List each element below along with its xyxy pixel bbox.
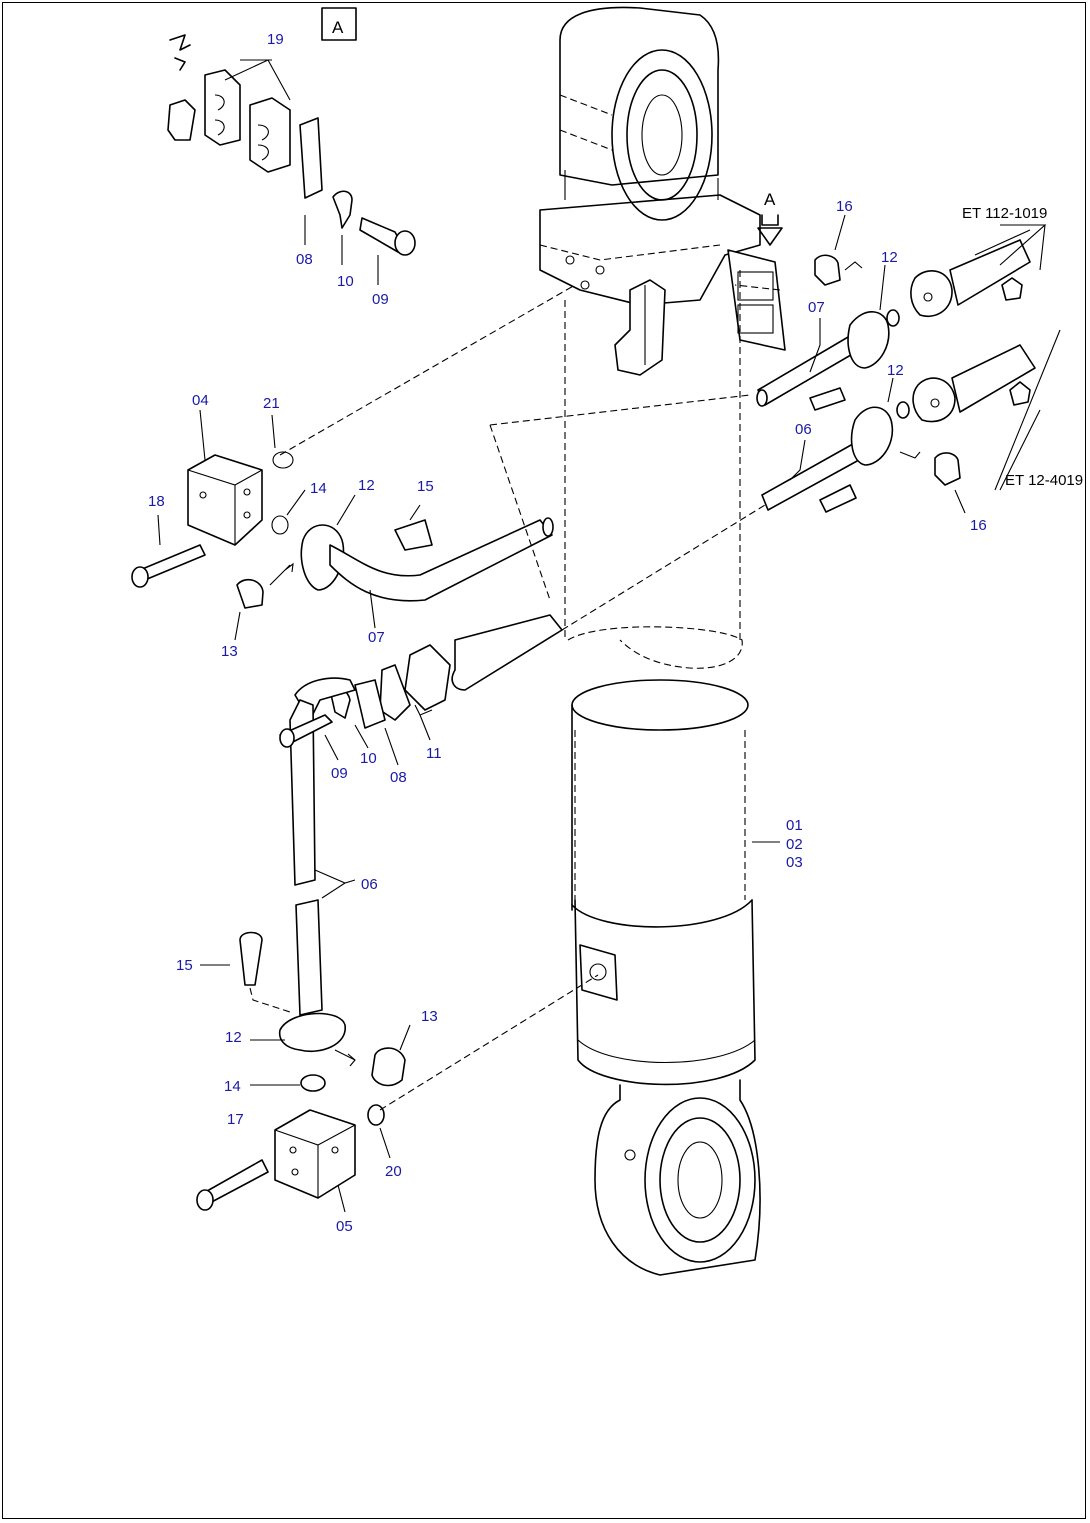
callout-12-low: 12 — [225, 1029, 242, 1046]
reference-labels: ET 112-1019 ET 12-4019 — [962, 205, 1083, 491]
callout-09-mid: 09 — [331, 765, 348, 782]
view-a-label: A — [332, 18, 344, 37]
callout-06-right: 06 — [795, 421, 812, 438]
view-a-arrow-label: A — [764, 190, 776, 209]
callout-14-low: 14 — [224, 1078, 241, 1095]
left-lower-pipe-assembly — [196, 614, 563, 1211]
callout-12-top1: 12 — [881, 249, 898, 266]
callout-08-mid: 08 — [390, 769, 407, 786]
callout-05: 05 — [336, 1218, 353, 1235]
callout-16-bottom: 16 — [970, 517, 987, 534]
view-a-arrow: A — [757, 190, 783, 246]
part-callouts: 19 08 10 09 16 12 07 12 06 16 04 21 14 1… — [148, 31, 987, 1235]
callout-15-mid: 15 — [417, 478, 434, 495]
callout-09-top: 09 — [372, 291, 389, 308]
callout-07-mid: 07 — [368, 629, 385, 646]
cylinder-upper-body — [539, 6, 786, 669]
right-upper-pipe-assembly — [756, 229, 1031, 411]
view-a-label-box: A — [321, 7, 357, 41]
callout-12-mid: 12 — [358, 477, 375, 494]
reference-lower: ET 12-4019 — [1005, 472, 1083, 489]
callout-03: 03 — [786, 854, 803, 871]
callout-13-mid: 13 — [221, 643, 238, 660]
callout-08-top: 08 — [296, 251, 313, 268]
callout-12-top2: 12 — [887, 362, 904, 379]
callout-21: 21 — [263, 395, 280, 412]
callout-11: 11 — [426, 745, 442, 762]
callout-10-top: 10 — [337, 273, 354, 290]
leader-lines — [157, 214, 966, 1213]
cylinder-lower-body — [571, 679, 761, 1276]
top-clamp-assembly — [167, 34, 416, 285]
left-middle-assembly — [131, 451, 554, 609]
callout-07-right: 07 — [808, 299, 825, 316]
reference-upper: ET 112-1019 — [962, 205, 1047, 222]
callout-01: 01 — [786, 817, 803, 834]
right-lower-pipe-assembly — [761, 344, 1036, 513]
callout-10-mid: 10 — [360, 750, 377, 767]
callout-16-top: 16 — [836, 198, 853, 215]
callout-13-low: 13 — [421, 1008, 438, 1025]
callout-18: 18 — [148, 493, 165, 510]
callout-02: 02 — [786, 836, 803, 853]
callout-06-mid: 06 — [361, 876, 378, 893]
callout-19: 19 — [267, 31, 284, 48]
alignment-lines — [249, 284, 781, 1111]
callout-15-low: 15 — [176, 957, 193, 974]
callout-14-mid: 14 — [310, 480, 327, 497]
callout-20: 20 — [385, 1163, 402, 1180]
callout-17: 17 — [227, 1111, 244, 1128]
callout-04: 04 — [192, 392, 209, 409]
